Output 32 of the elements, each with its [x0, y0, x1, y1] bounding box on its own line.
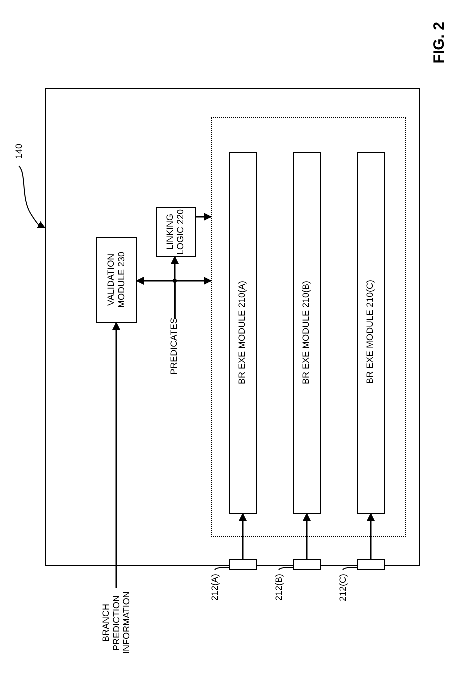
signal-label: BRANCH PREDICTION INFORMATION — [96, 588, 138, 658]
reference-number: 140 — [12, 140, 26, 164]
arrow — [174, 277, 212, 318]
arrow — [367, 513, 375, 559]
register-box — [357, 559, 385, 570]
module-label: VALIDATION MODULE 230 — [106, 250, 126, 310]
module-box — [292, 152, 320, 514]
figure-caption: FIG. 2 — [432, 22, 447, 64]
reference-number: 212(C) — [336, 570, 350, 606]
system-frame — [45, 88, 420, 566]
module-label: BR EXE MODULE 210(B) — [301, 280, 312, 384]
module-label: BR EXE MODULE 210(C) — [365, 280, 376, 385]
arrow — [196, 213, 212, 221]
register-box — [293, 559, 321, 570]
leader-line — [214, 567, 230, 570]
logic-box — [156, 206, 196, 256]
module-label: LINKING LOGIC 220 — [165, 208, 186, 256]
arrow — [112, 322, 120, 588]
module-box — [228, 152, 256, 514]
arrow — [239, 513, 247, 559]
reference-number: 212(B) — [272, 570, 286, 606]
leader-line — [342, 567, 358, 570]
leader-line — [278, 567, 294, 570]
register-box — [229, 559, 257, 570]
arrow — [18, 166, 46, 229]
module-label: BR EXE MODULE 210(A) — [237, 280, 248, 384]
module-box — [96, 236, 136, 322]
module-box — [356, 152, 384, 514]
arrow — [303, 513, 311, 559]
dotted-group-box — [210, 116, 406, 536]
reference-number: 212(A) — [208, 570, 222, 606]
signal-label: PREDICATES — [166, 318, 182, 376]
